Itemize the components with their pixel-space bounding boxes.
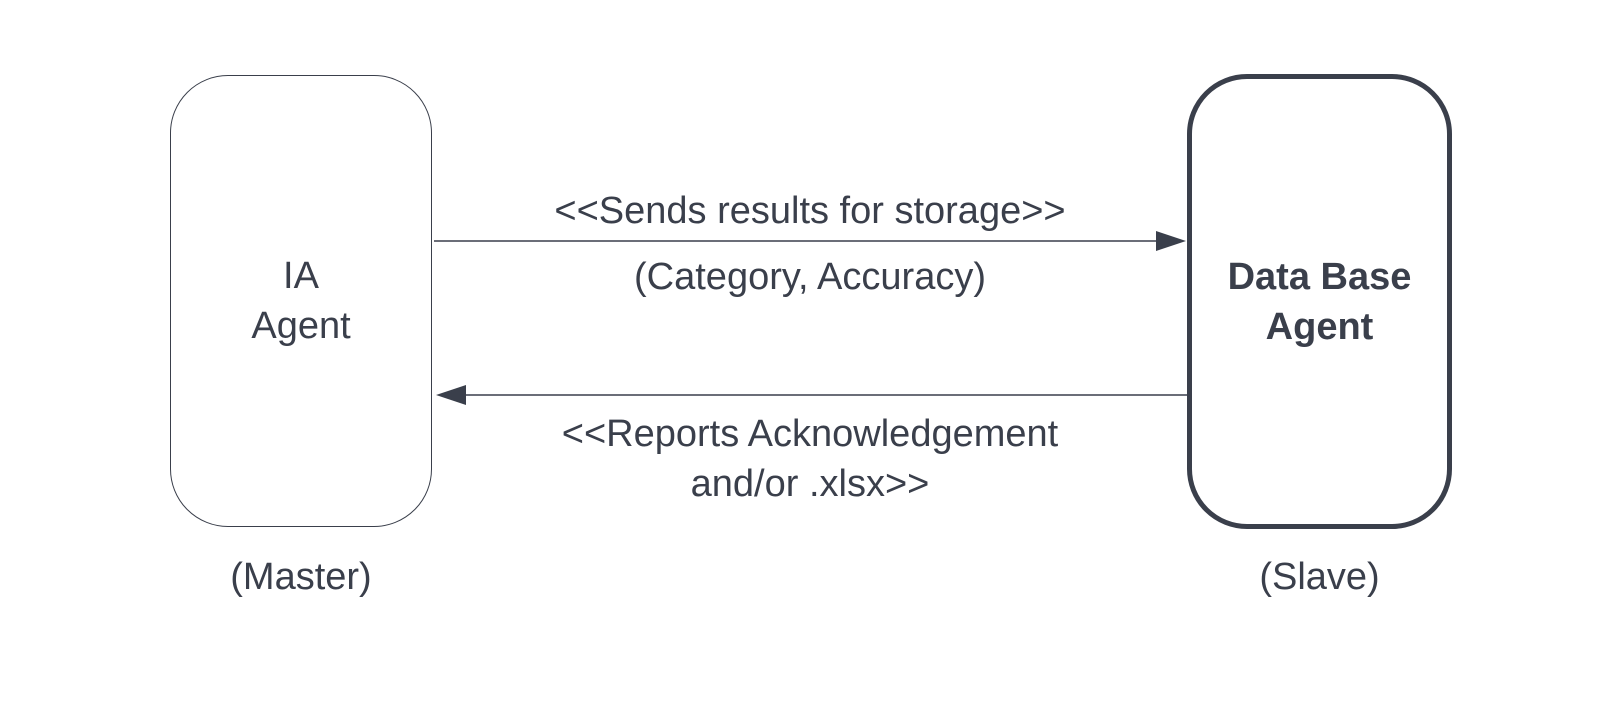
report-ack-arrowhead <box>436 385 466 405</box>
ia-agent-node[interactable]: IA Agent <box>170 75 432 527</box>
send-results-arrowhead <box>1156 231 1186 251</box>
db-agent-label-line-2: Agent <box>1265 305 1374 348</box>
send-results-label: <<Sends results for storage>> <box>554 190 1066 232</box>
db-agent-label-line-1: Data Base <box>1227 255 1412 298</box>
ia-agent-label-line-2: Agent <box>251 305 351 347</box>
db-agent-node[interactable]: Data Base Agent <box>1187 74 1452 529</box>
ia-agent-label-line-1: IA <box>283 255 319 297</box>
db-agent-role-label: (Slave) <box>1259 556 1380 598</box>
send-results-sublabel: (Category, Accuracy) <box>634 256 986 298</box>
report-ack-label-line-2: and/or .xlsx>> <box>690 463 930 505</box>
report-ack-label-line-1: <<Reports Acknowledgement <box>561 413 1059 455</box>
ia-agent-role-label: (Master) <box>230 556 372 598</box>
